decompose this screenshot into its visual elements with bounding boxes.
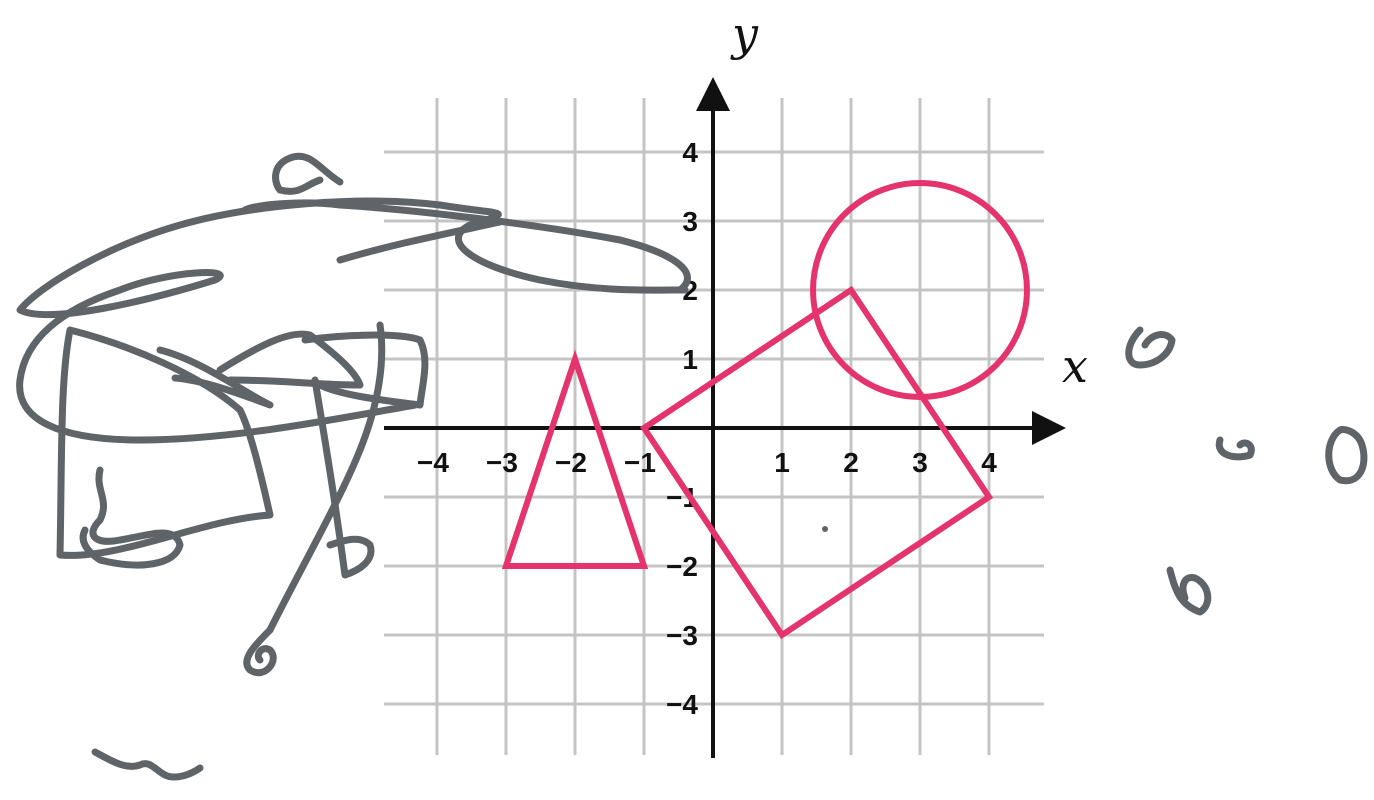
x-tick-label: −4 bbox=[417, 447, 449, 478]
y-tick-label: −3 bbox=[666, 620, 698, 651]
x-tick-label: −3 bbox=[486, 447, 518, 478]
y-axis-arrow-icon bbox=[696, 77, 730, 111]
scribble-right-3 bbox=[1325, 426, 1368, 485]
stray-dot bbox=[822, 526, 828, 532]
x-tick-label: −2 bbox=[555, 447, 587, 478]
y-tick-label: −2 bbox=[666, 551, 698, 582]
scribble-vertical bbox=[311, 376, 375, 579]
y-tick-label: 3 bbox=[682, 206, 698, 237]
y-tick-label: −4 bbox=[666, 689, 698, 720]
x-tick-label: 4 bbox=[981, 447, 997, 478]
x-axis-label: x bbox=[1062, 339, 1088, 393]
y-tick-label: 1 bbox=[682, 344, 698, 375]
x-tick-label: 1 bbox=[774, 447, 790, 478]
x-tick-label: 2 bbox=[843, 447, 859, 478]
scribble-hook bbox=[272, 152, 344, 195]
scribble-bottom-word bbox=[91, 748, 204, 781]
axes bbox=[384, 77, 1066, 758]
rectangle-shape bbox=[639, 285, 994, 640]
y-axis-label: y bbox=[730, 7, 759, 61]
x-tick-label: 3 bbox=[912, 447, 928, 478]
scribble-top-loop bbox=[241, 199, 691, 294]
handwritten-scribbles bbox=[16, 152, 1368, 781]
scribble-arrowhead-bottom bbox=[243, 626, 277, 676]
x-tick-label: −1 bbox=[624, 447, 656, 478]
scribble-rect-outline bbox=[301, 331, 429, 409]
scribble-right-4 bbox=[1166, 566, 1212, 616]
y-tick-label: 4 bbox=[682, 137, 698, 168]
circle-shape bbox=[810, 180, 1030, 400]
scribble-right-2 bbox=[1215, 436, 1255, 461]
x-tick-labels: −4 −3 −2 −1 1 2 3 4 bbox=[417, 447, 997, 478]
scribble-kite bbox=[156, 321, 386, 634]
scribble-right-1 bbox=[1125, 326, 1176, 369]
x-axis-arrow-icon bbox=[1032, 411, 1066, 445]
triangle-shape bbox=[501, 349, 649, 569]
scribble-arrow-stroke bbox=[336, 218, 504, 264]
scribble-squiggle-left bbox=[79, 466, 184, 569]
